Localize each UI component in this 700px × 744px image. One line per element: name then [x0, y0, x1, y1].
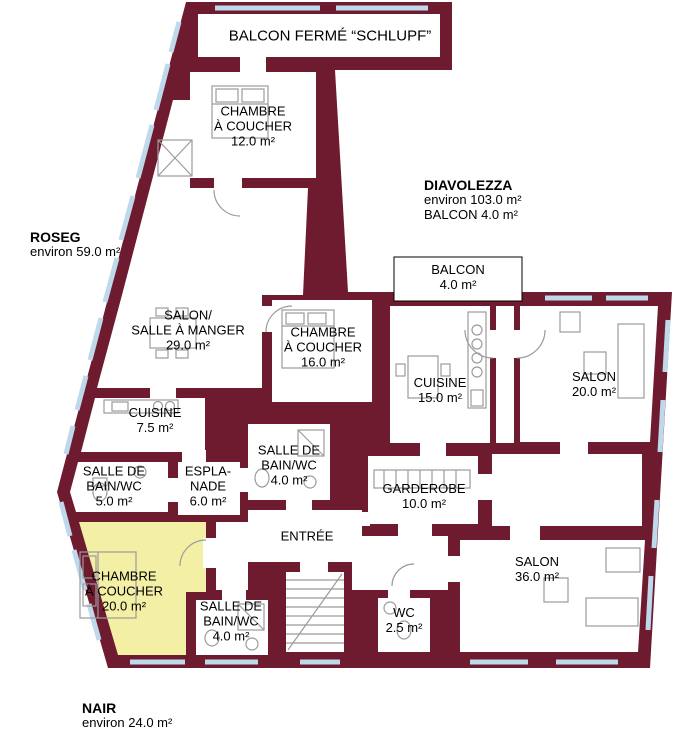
room-label-cuisine-15: CUISINE 15.0 m²	[413, 375, 467, 405]
room-hall-diavolezza	[492, 454, 642, 526]
room-esplanade	[178, 462, 240, 515]
room-label-chambre-16: CHAMBRE À COUCHER 16.0 m²	[283, 324, 363, 370]
room-label-cuisine-7-5: CUISINE 7.5 m²	[128, 405, 182, 435]
room-entree	[248, 510, 362, 562]
room-chambre-16	[272, 300, 372, 402]
room-salle-de-bain-4-bas	[196, 600, 268, 655]
room-chambre-20-highlight	[79, 522, 206, 655]
room-couloir-diavolezza	[496, 306, 514, 443]
room-hall-sud	[352, 536, 448, 590]
room-label-salon-36: SALON 36.0 m²	[514, 554, 560, 584]
room-label-garderobe: GARDEROBE 10.0 m²	[382, 481, 466, 511]
furniture	[79, 85, 645, 651]
room-label-salle-de-bain-5: SALLE DE BAIN/WC 5.0 m²	[82, 463, 146, 509]
room-garderobe	[368, 456, 478, 524]
room-wc	[378, 598, 430, 652]
room-label-balcon-diavolezza: BALCON 4.0 m²	[431, 262, 485, 292]
room-balcon-ferme	[198, 14, 440, 57]
room-label-salle-de-bain-4-bas: SALLE DE BAIN/WC 4.0 m²	[199, 598, 263, 644]
apartment-label-nair: NAIR environ 24.0 m²	[82, 700, 173, 731]
room-label-esplanade: ESPLA- NADE 6.0 m²	[184, 463, 232, 509]
room-chambre-12	[190, 72, 316, 178]
room-label-salon-20: SALON 20.0 m²	[571, 369, 617, 399]
apartment-label-diavolezza: DIAVOLEZZA environ 103.0 m² BALCON 4.0 m…	[424, 177, 522, 223]
room-label-wc: WC 2.5 m²	[385, 605, 423, 635]
room-label-chambre-20: CHAMBRE À COUCHER 20.0 m²	[84, 568, 164, 614]
room-salle-de-bain-5	[70, 462, 168, 512]
room-label-salon-salle-a-manger: SALON/ SALLE À MANGER 29.0 m²	[131, 307, 245, 353]
apartment-label-roseg: ROSEG environ 59.0 m²	[30, 229, 121, 260]
door-openings	[150, 55, 588, 602]
balcon-diavolezza-outline	[393, 256, 523, 302]
room-label-balcon-ferme: BALCON FERMÉ “SCHLUPF”	[228, 27, 432, 45]
room-label-entree: ENTRÉE	[280, 528, 334, 544]
room-salon-salle-a-manger	[97, 295, 262, 388]
room-label-chambre-12: CHAMBRE À COUCHER 12.0 m²	[213, 103, 293, 149]
room-couloir-nair	[216, 522, 248, 590]
room-salon-36	[460, 540, 645, 652]
room-label-salle-de-bain-4-haut: SALLE DE BAIN/WC 4.0 m²	[257, 442, 321, 488]
